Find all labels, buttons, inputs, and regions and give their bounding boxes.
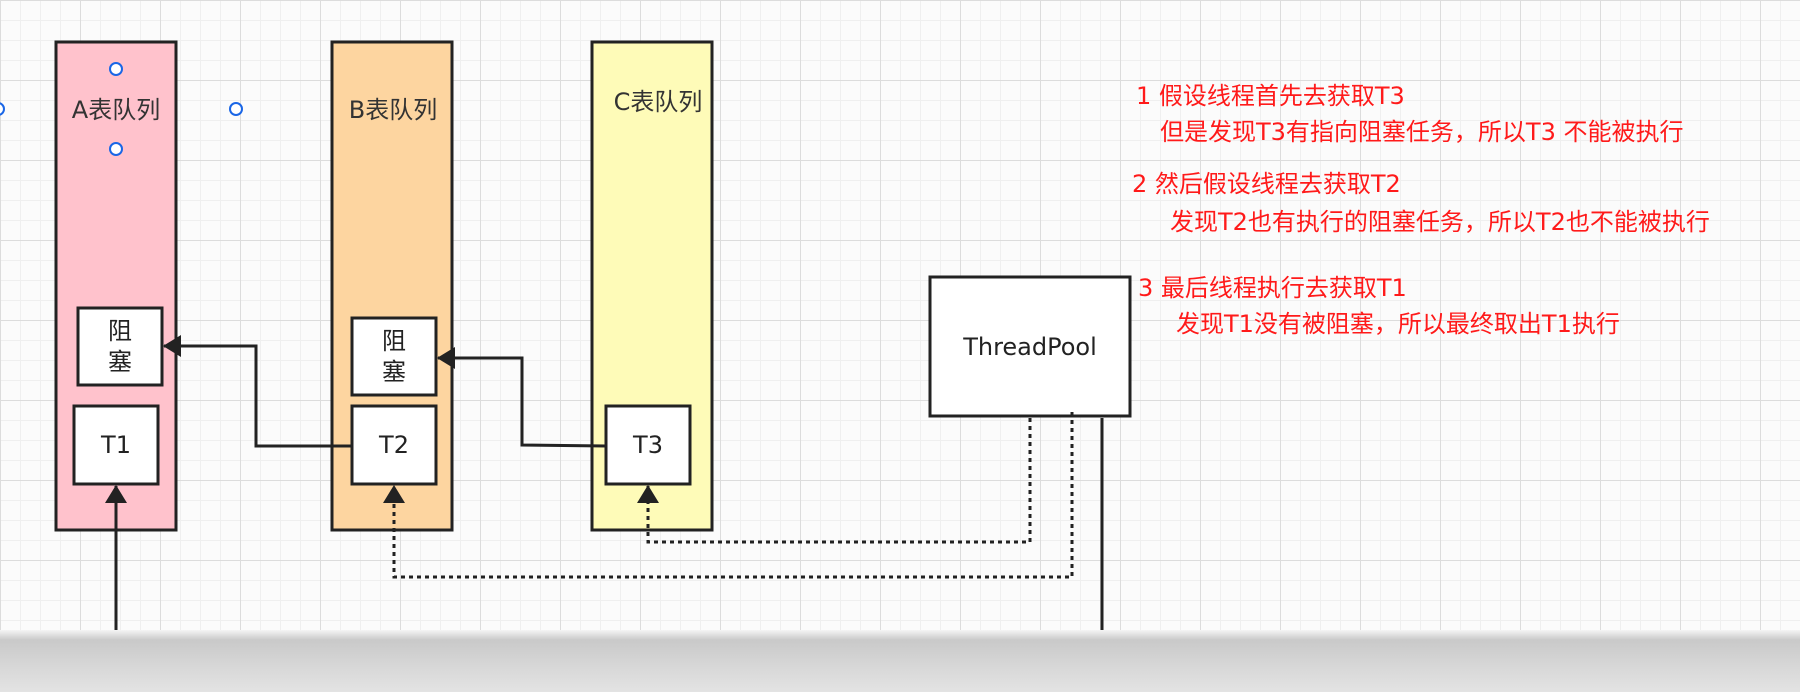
note-step1-title: 1 假设线程首先去获取T3 — [1136, 82, 1405, 110]
blocked-a-line1: 阻 — [108, 317, 132, 345]
blocked-b-line2: 塞 — [382, 358, 406, 386]
blocked-box-a[interactable]: 阻 塞 — [76, 306, 164, 387]
note-step2-title: 2 然后假设线程去获取T2 — [1132, 170, 1401, 198]
note-step1-detail: 但是发现T3有指向阻塞任务，所以T3 不能被执行 — [1160, 118, 1684, 146]
note-step2-detail: 发现T2也有执行的阻塞任务，所以T2也不能被执行 — [1170, 208, 1710, 236]
lane-c-title: C表队列 — [614, 88, 703, 116]
lane-a-title: A表队列 — [72, 96, 160, 124]
blocked-b-line1: 阻 — [382, 327, 406, 355]
resize-handle-right[interactable] — [229, 102, 243, 116]
connector-threadpool-to-t1[interactable] — [105, 418, 1104, 630]
selection-handles[interactable] — [0, 62, 243, 156]
task-t3-label: T3 — [632, 431, 663, 459]
task-t1[interactable]: T1 — [72, 404, 160, 486]
threadpool-box[interactable]: ThreadPool — [928, 275, 1132, 418]
diagram-canvas[interactable] — [0, 0, 1800, 630]
connector-threadpool-to-t3[interactable] — [637, 418, 1032, 544]
lane-b-title: B表队列 — [349, 96, 437, 124]
task-t2[interactable]: T2 — [350, 404, 438, 486]
note-step3-title: 3 最后线程执行去获取T1 — [1138, 274, 1407, 302]
threadpool-label: ThreadPool — [962, 333, 1097, 361]
blocked-box-b[interactable]: 阻 塞 — [350, 316, 438, 397]
task-t1-label: T1 — [100, 431, 131, 459]
resize-handle-bottom[interactable] — [109, 142, 123, 156]
task-t2-label: T2 — [378, 431, 409, 459]
thread-queue-diagram: A表队列 B表队列 C表队列 阻 塞 阻 塞 T1 T2 T3 — [0, 40, 1710, 630]
resize-handle-top[interactable] — [109, 62, 123, 76]
canvas-scroll-bar[interactable] — [0, 630, 1800, 692]
blocked-a-line2: 塞 — [108, 348, 132, 376]
explanation-notes[interactable]: 1 假设线程首先去获取T3 但是发现T3有指向阻塞任务，所以T3 不能被执行 2… — [1132, 82, 1710, 338]
connector-t3-to-blocked-b[interactable] — [437, 347, 607, 448]
connector-t2-to-blocked-a[interactable] — [163, 335, 352, 448]
connector-threadpool-to-t2[interactable] — [383, 412, 1074, 579]
resize-handle-left[interactable] — [0, 102, 5, 116]
note-step3-detail: 发现T1没有被阻塞，所以最终取出T1执行 — [1176, 310, 1620, 338]
task-t3[interactable]: T3 — [604, 404, 692, 486]
